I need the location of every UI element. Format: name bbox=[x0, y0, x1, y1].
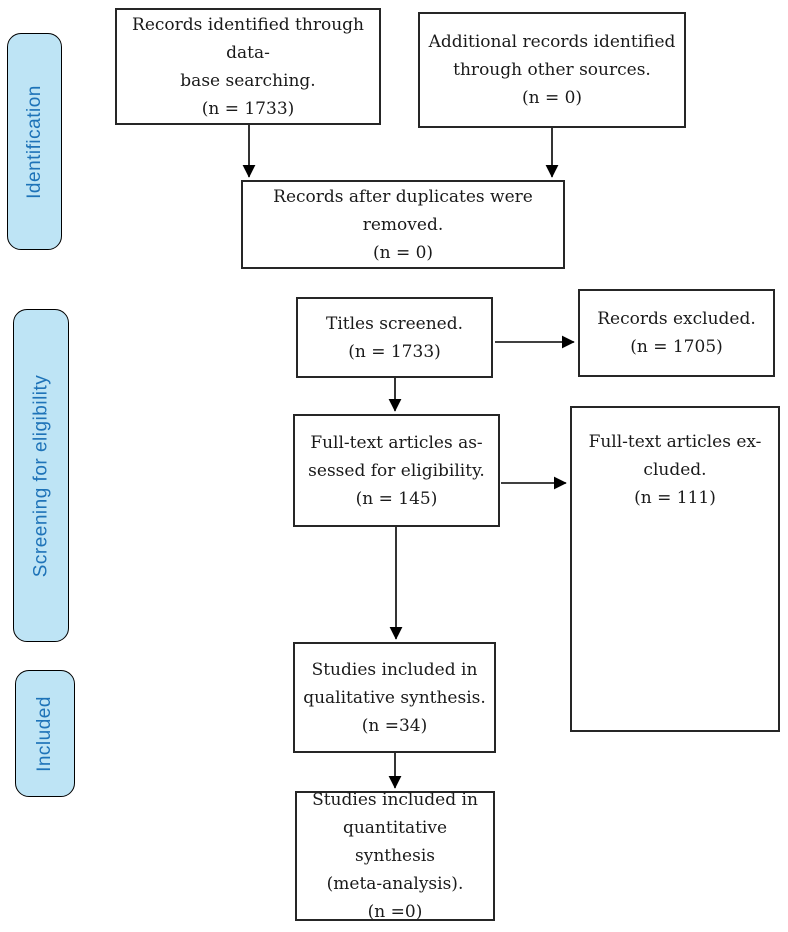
box-text-line: quantitative synthesis bbox=[342, 818, 448, 866]
box-text-line: (meta-analysis). bbox=[326, 874, 464, 894]
stage-identification-label: Identification bbox=[23, 84, 45, 199]
box-text-line: Records after duplicates were removed. bbox=[273, 186, 533, 235]
box-text-line: Full-text articles ex- bbox=[588, 432, 762, 452]
box-qualitative-synthesis: Studies included in qualitative synthesi… bbox=[293, 642, 496, 753]
box-records-excluded: Records excluded. (n = 1705) bbox=[578, 289, 775, 377]
box-fulltext-excluded: Full-text articles ex- cluded. (n = 111) bbox=[570, 406, 780, 732]
box-count: (n = 1705) bbox=[630, 337, 723, 357]
box-records-identified: Records identified through data- base se… bbox=[115, 8, 381, 125]
box-count: (n = 111) bbox=[634, 488, 716, 508]
box-count: (n = 1733) bbox=[201, 98, 295, 119]
stage-included: Included bbox=[15, 670, 75, 797]
box-text-line: sessed for eligibility. bbox=[308, 460, 485, 481]
box-text-line: Full-text articles as- bbox=[310, 432, 483, 453]
box-count: (n = 1733) bbox=[348, 341, 441, 362]
stage-screening-label: Screening for eligibility bbox=[30, 374, 51, 577]
box-fulltext-assessed: Full-text articles as- sessed for eligib… bbox=[293, 414, 500, 527]
box-additional-records: Additional records identified through ot… bbox=[418, 12, 686, 128]
box-text-line: Records identified through data- bbox=[132, 14, 364, 63]
box-duplicates-removed: Records after duplicates were removed. (… bbox=[241, 180, 565, 269]
box-count: (n =34) bbox=[361, 715, 428, 736]
box-text-line: Additional records identified bbox=[428, 32, 676, 52]
box-text-line: base searching. bbox=[180, 70, 316, 91]
box-text-line: Studies included in bbox=[311, 659, 478, 680]
box-text-line: Titles screened. bbox=[325, 313, 464, 334]
box-count: (n = 0) bbox=[372, 242, 434, 263]
stage-screening: Screening for eligibility bbox=[13, 309, 69, 642]
box-text-line: Records excluded. bbox=[597, 309, 756, 329]
box-text-line: Studies included in bbox=[312, 790, 478, 810]
box-text-line: qualitative synthesis. bbox=[303, 687, 486, 708]
stage-included-label: Included bbox=[34, 695, 55, 772]
box-text-line: through other sources. bbox=[453, 60, 651, 80]
box-count: (n =0) bbox=[367, 902, 423, 922]
box-text-line: cluded. bbox=[643, 460, 707, 480]
box-quantitative-synthesis: Studies included in quantitative synthes… bbox=[295, 790, 495, 922]
stage-identification: Identification bbox=[7, 33, 62, 250]
box-count: (n = 145) bbox=[355, 488, 438, 509]
box-titles-screened: Titles screened. (n = 1733) bbox=[296, 297, 493, 378]
box-count: (n = 0) bbox=[521, 88, 583, 108]
